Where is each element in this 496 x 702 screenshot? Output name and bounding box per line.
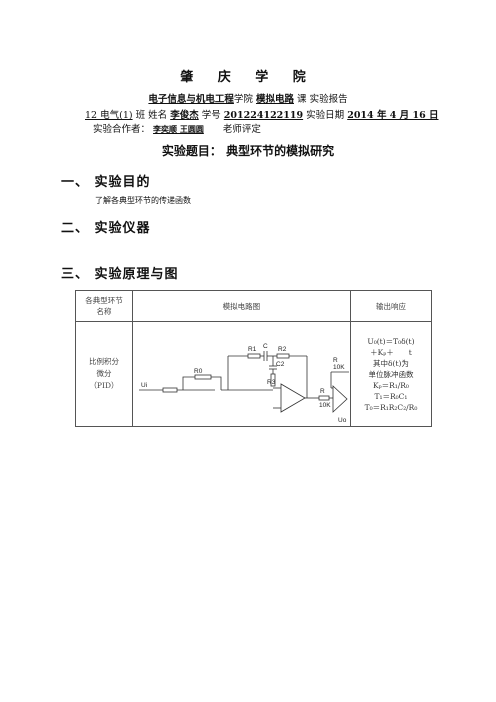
college-name: 电子信息与机电工程 — [148, 94, 234, 105]
label-uo: Uo — [338, 417, 347, 424]
pid-circuit-diagram: R0 R1 C R2 C2 R3 R 10K R 10K Ui Uo — [138, 343, 349, 424]
component-name-cell: 比例积分微分（PID） — [75, 321, 133, 427]
circuit-cell: R0 R1 C R2 C2 R3 R 10K R 10K Ui Uo — [131, 321, 351, 427]
class-suffix: 班 — [135, 110, 146, 121]
label-10k-series: 10K — [319, 402, 331, 409]
response-line: ＋Kₚ＋ t — [370, 347, 412, 357]
table-row: 比例积分微分（PID） — [75, 321, 433, 427]
response-line: T₀＝R₁R₂C₂/R₀ — [364, 402, 418, 412]
report-type: 实验报告 — [309, 94, 348, 105]
course-name: 模拟电路 — [255, 94, 294, 105]
label-r0: R0 — [194, 368, 203, 375]
principle-heading: 三、 实验原理与图 — [61, 267, 179, 282]
school-name: 肇 庆 学 院 — [180, 70, 316, 85]
label-r2: R2 — [278, 346, 287, 353]
label-r3: R3 — [267, 379, 276, 386]
student-id: 201224122119 — [223, 110, 304, 121]
partners-names: 李奕顺 王圆圆 — [153, 124, 204, 134]
response-cell: U₀(t)＝T₀δ(t) ＋Kₚ＋ t 其中δ(t)为 单位脉冲函数 Kₚ＝R₁… — [349, 321, 433, 427]
response-line: U₀(t)＝T₀δ(t) — [367, 336, 415, 346]
purpose-heading: 一、 实验目的 — [61, 175, 151, 190]
report-line-college: 电子信息与机电工程学院 模拟电路 课 实验报告 — [0, 91, 496, 105]
experiment-title: 实验题目： 典型环节的模拟研究 — [0, 142, 496, 159]
response-lines: U₀(t)＝T₀δ(t) ＋Kₚ＋ t 其中δ(t)为 单位脉冲函数 Kₚ＝R₁… — [351, 336, 431, 413]
label-ui: Ui — [141, 382, 147, 389]
label-c: C — [263, 343, 268, 350]
table-header-row: 各典型环节名称 模拟电路图 输出响应 — [75, 290, 433, 322]
student-name: 李俊杰 — [170, 110, 199, 121]
response-line: 其中δ(t)为 — [373, 358, 409, 368]
experiment-date: 2014 年 4 月 16 日 — [347, 110, 439, 121]
partners-label: 实验合作者： — [93, 124, 151, 135]
teacher-label: 老师评定 — [222, 124, 261, 135]
report-line-student: 12 电气(1) 班 姓名 李俊杰 学号 201224122119 实验日期 2… — [85, 107, 439, 121]
label-r-feedback: R — [333, 357, 338, 364]
response-line: T₁＝R₀C₁ — [374, 391, 408, 401]
name-label: 姓名 — [148, 110, 168, 121]
response-line: Kₚ＝R₁/R₀ — [372, 380, 409, 390]
response-line: 单位脉冲函数 — [368, 369, 414, 379]
experiment-title-text: 典型环节的模拟研究 — [226, 144, 335, 158]
header-response: 输出响应 — [349, 290, 433, 322]
label-r1: R1 — [248, 346, 257, 353]
college-suffix: 学院 — [233, 94, 253, 105]
component-name: 比例积分微分（PID） — [88, 357, 119, 390]
experiment-title-label: 实验题目： — [161, 144, 222, 158]
header-component-name: 各典型环节名称 — [75, 290, 133, 322]
report-line-partners: 实验合作者： 李奕顺 王圆圆 老师评定 — [93, 121, 261, 135]
purpose-text: 了解各典型环节的传递函数 — [95, 196, 191, 205]
label-r-series: R — [320, 388, 325, 395]
course-suffix: 课 — [297, 94, 307, 105]
id-label: 学号 — [201, 110, 221, 121]
header-circuit: 模拟电路图 — [131, 290, 351, 322]
instruments-heading: 二、 实验仪器 — [61, 221, 151, 236]
date-label: 实验日期 — [306, 110, 345, 121]
label-c2: C2 — [276, 361, 285, 368]
class-name: 12 电气(1) — [85, 110, 133, 121]
component-table: 各典型环节名称 模拟电路图 输出响应 比例积分微分（PID） — [75, 290, 433, 427]
label-10k-feedback: 10K — [333, 364, 345, 371]
